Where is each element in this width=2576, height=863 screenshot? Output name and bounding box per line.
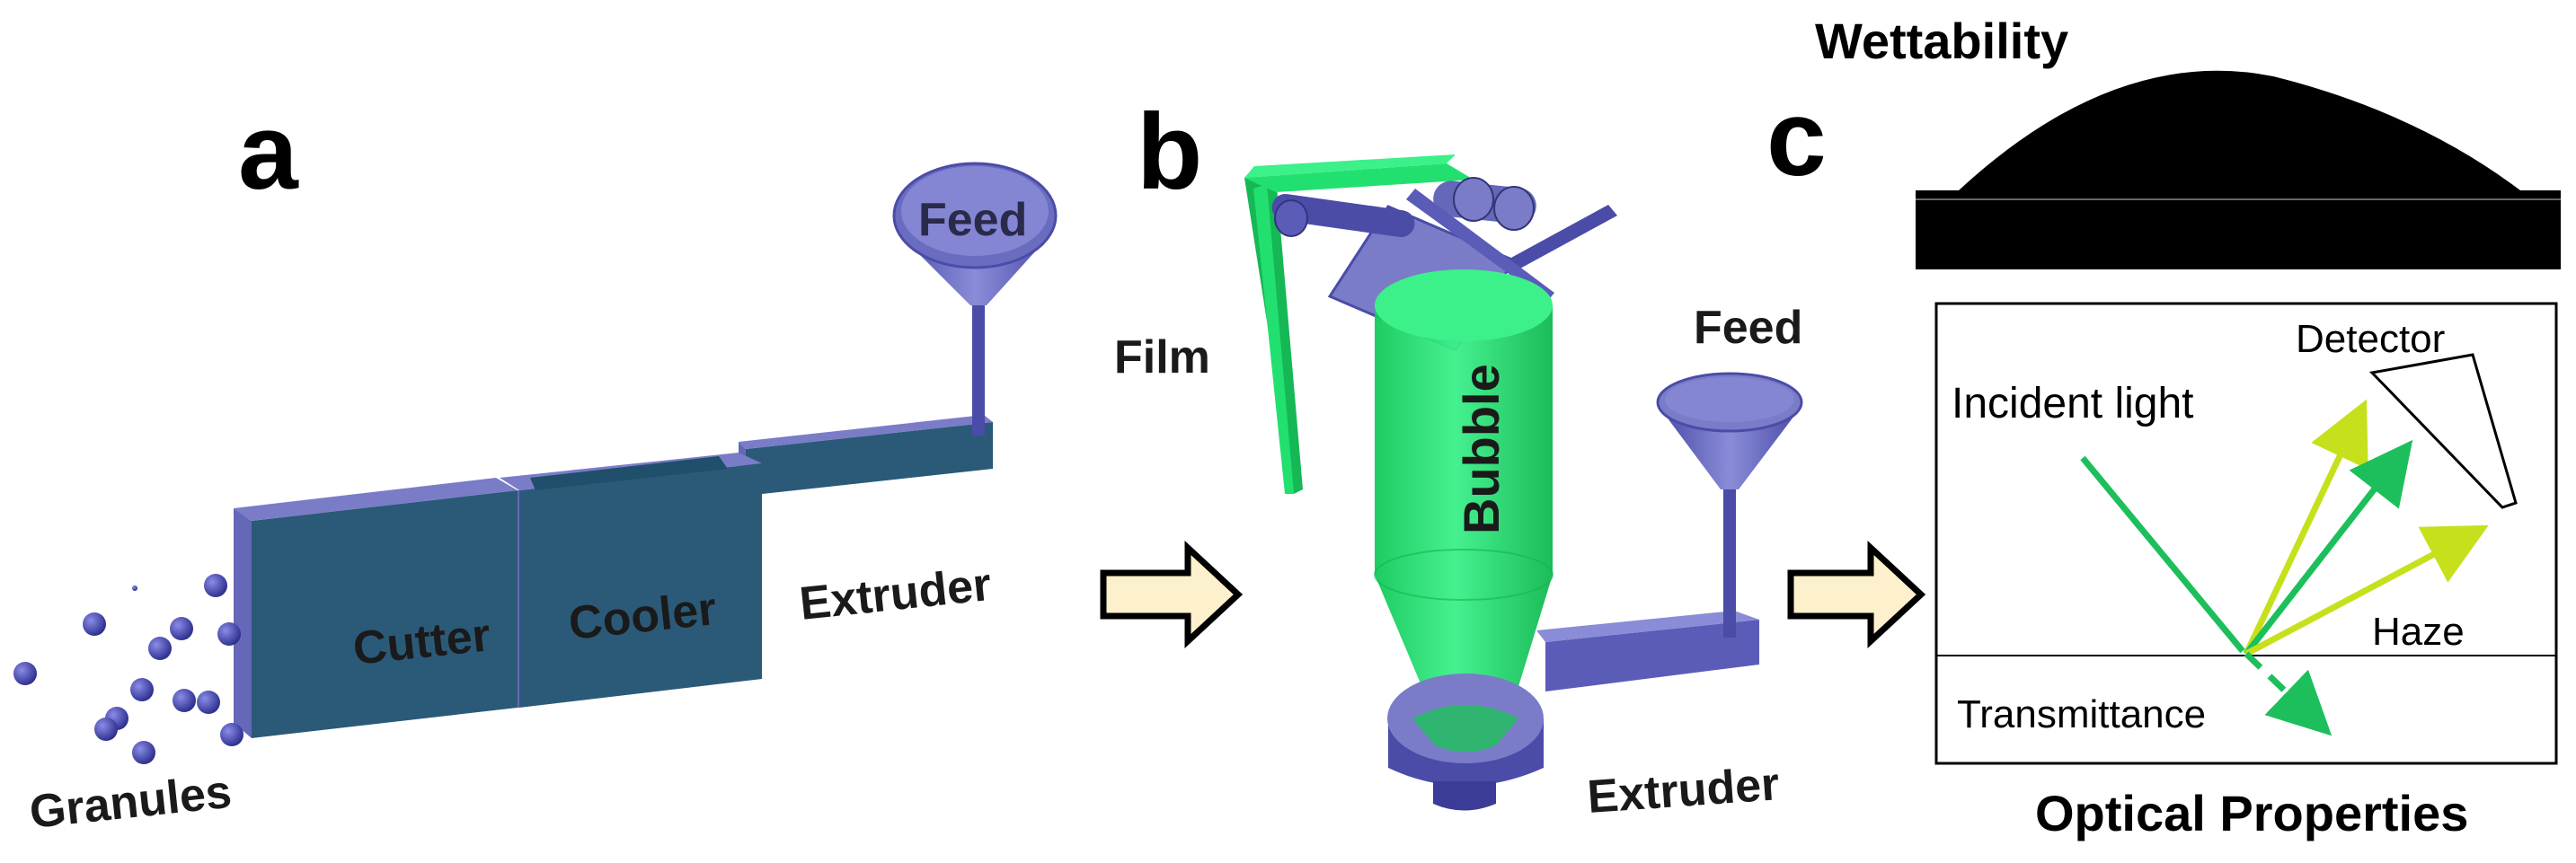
panel-c-letter: c	[1766, 78, 1827, 198]
extruder-label-b: Extruder	[1586, 758, 1781, 823]
panel-a-letter: a	[238, 92, 299, 212]
extruder-label-a: Extruder	[797, 559, 994, 630]
granules-label: Granules	[27, 766, 234, 839]
incident-light-label: Incident light	[1952, 380, 2194, 427]
panel-a: a Feed	[13, 92, 1058, 839]
feed-hopper-b	[1656, 372, 1803, 638]
extruder-die-b	[1387, 611, 1759, 811]
film-label: Film	[1114, 331, 1210, 383]
wettability-title: Wettability	[1815, 13, 2068, 69]
haze-label: Haze	[2372, 610, 2465, 654]
panel-c: c Wettability Detector Incident light Ha…	[1766, 13, 2561, 841]
cooler-box	[500, 453, 762, 708]
extruder-barrel-a	[739, 415, 993, 496]
right-arrow-icon	[1787, 540, 1926, 649]
bubble-label: Bubble	[1453, 364, 1509, 534]
droplet	[1916, 70, 2561, 269]
right-arrow-icon	[1100, 540, 1244, 649]
panel-b: b Bubble	[1114, 92, 1803, 823]
cutter-box	[234, 478, 518, 738]
optical-properties-title: Optical Properties	[2035, 785, 2468, 841]
granules	[13, 574, 243, 764]
detector-label: Detector	[2296, 317, 2445, 361]
feed-hopper-a	[892, 162, 1058, 436]
transmittance-label: Transmittance	[1957, 692, 2206, 736]
film-strip	[1244, 154, 1474, 494]
film-bubble	[1374, 269, 1554, 745]
panel-b-letter: b	[1137, 92, 1202, 212]
feed-label-a: Feed	[918, 194, 1027, 246]
light-rays	[2080, 399, 2489, 736]
feed-label-b: Feed	[1694, 302, 1802, 354]
